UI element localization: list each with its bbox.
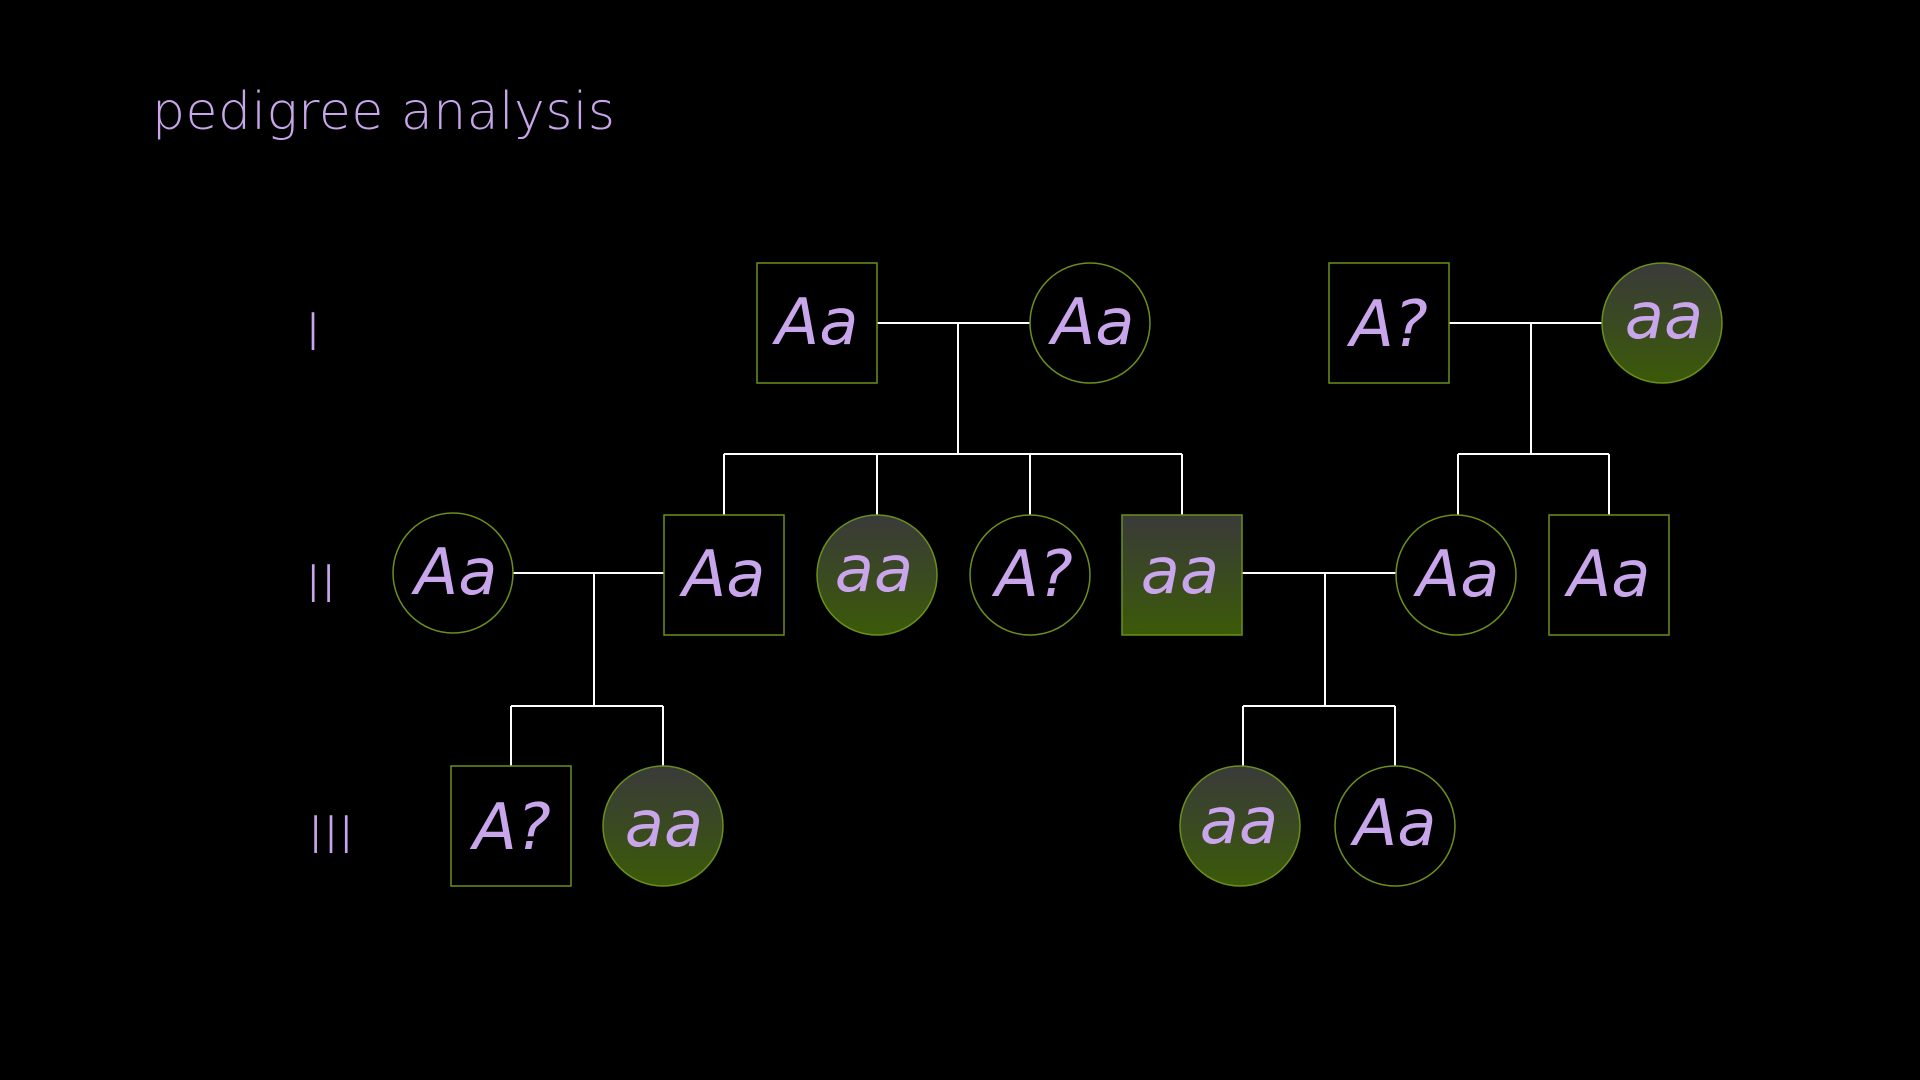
genotype-label: Aa — [411, 536, 498, 610]
genotype-label: A? — [991, 538, 1073, 612]
female-circle — [1029, 262, 1151, 384]
genotype-label: Aa — [1564, 538, 1651, 612]
male-square — [1328, 262, 1450, 384]
genotype-label: Aa — [1413, 538, 1500, 612]
genotype-label: A? — [1346, 288, 1428, 362]
genotype-label: A? — [469, 791, 551, 865]
individual-female-affected: aa — [1601, 262, 1723, 384]
connector-lines — [510, 322, 1610, 766]
generation-label-iii: III — [308, 806, 354, 866]
individual-female: Aa — [1029, 262, 1151, 384]
genotype-label: aa — [835, 533, 913, 607]
female-circle — [1395, 514, 1517, 636]
male-square — [1548, 514, 1670, 636]
genotype-label: Aa — [1350, 787, 1437, 861]
generation-label-i: I — [305, 303, 320, 363]
male-square — [1121, 514, 1243, 636]
male-square — [663, 514, 785, 636]
female-circle — [1601, 262, 1723, 384]
individual-male-affected: aa — [1121, 514, 1243, 636]
male-square — [450, 765, 572, 887]
individual-female: A? — [969, 514, 1091, 636]
generation-label-ii: II — [306, 555, 337, 615]
female-circle — [392, 512, 514, 634]
female-circle — [1179, 765, 1301, 887]
genotype-label: aa — [625, 788, 703, 862]
genotype-label: aa — [1200, 785, 1278, 859]
individual-male: Aa — [756, 262, 878, 384]
individual-female-affected: aa — [602, 765, 724, 887]
individual-female: Aa — [1395, 514, 1517, 636]
individual-female: Aa — [392, 512, 514, 634]
female-circle — [969, 514, 1091, 636]
individual-male: A? — [1328, 262, 1450, 384]
genotype-label: aa — [1141, 535, 1219, 609]
genotype-label: Aa — [679, 538, 766, 612]
individual-female-affected: aa — [1179, 765, 1301, 887]
female-circle — [1334, 765, 1456, 887]
genotype-label: Aa — [772, 286, 859, 360]
genotype-label: aa — [1625, 280, 1703, 354]
individual-male: A? — [450, 765, 572, 887]
individual-female: Aa — [1334, 765, 1456, 887]
individual-male: Aa — [1548, 514, 1670, 636]
individual-female-affected: aa — [816, 514, 938, 636]
individual-male: Aa — [663, 514, 785, 636]
page-title: pedigree analysis — [152, 82, 616, 142]
female-circle — [602, 765, 724, 887]
male-square — [756, 262, 878, 384]
genotype-label: Aa — [1048, 286, 1135, 360]
female-circle — [816, 514, 938, 636]
